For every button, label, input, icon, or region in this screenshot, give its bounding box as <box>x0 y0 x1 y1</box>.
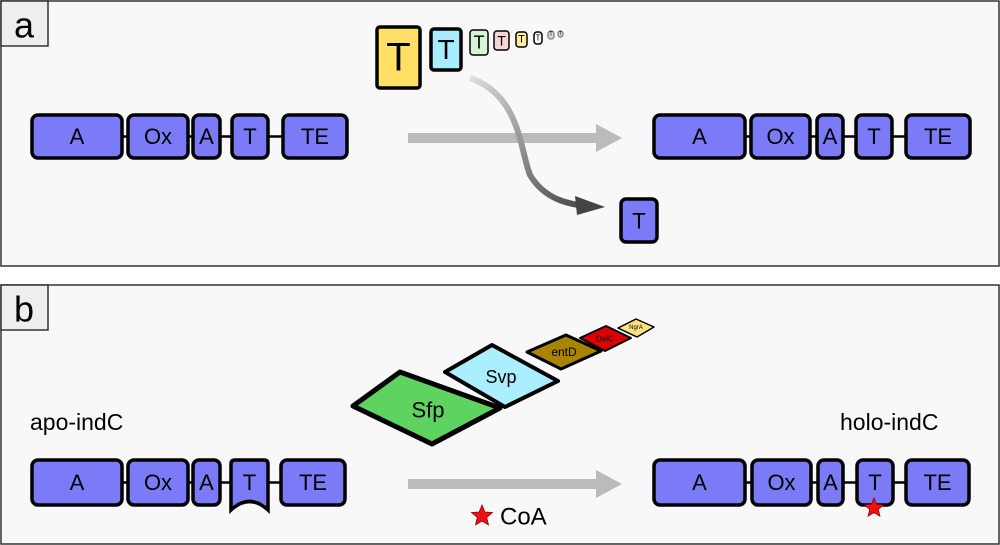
t-variant: T <box>533 31 543 45</box>
holo-module-row: A Ox A T TE <box>652 458 971 507</box>
domain-0: A <box>30 458 124 507</box>
domain-label: TE <box>923 470 951 495</box>
domain-label: A <box>70 124 85 149</box>
enzyme-label: NgrA <box>629 325 643 331</box>
domain-2: A <box>191 458 222 507</box>
domain-label: A <box>70 470 85 495</box>
domain-label: T <box>243 124 256 149</box>
released-t-domain: T <box>619 197 659 244</box>
apo-module-row: A Ox A T TE <box>30 113 349 160</box>
domain-label: T <box>386 36 410 80</box>
domain-0: A <box>652 113 747 160</box>
arrow-head <box>596 470 622 498</box>
arrow-head <box>575 196 605 215</box>
domain-1: Ox <box>750 458 813 507</box>
holo-label: holo-indC <box>840 409 938 435</box>
domain-2: A <box>815 113 845 160</box>
domain-label: A <box>692 470 707 495</box>
domain-label: T <box>868 470 881 495</box>
enzyme-label: entD <box>551 345 577 359</box>
domain-label: T <box>437 34 454 65</box>
domain-label: TE <box>299 470 327 495</box>
domain-label: T <box>518 34 525 46</box>
domain-1: Ox <box>749 113 812 160</box>
t-variant: T <box>547 30 555 40</box>
panel-label: b <box>14 289 34 330</box>
domain-label: Ox <box>144 124 172 149</box>
domain-1: Ox <box>126 113 190 160</box>
domain-4: TE <box>281 113 349 160</box>
domain-3: T <box>229 458 270 514</box>
t-variant: T <box>375 25 422 90</box>
cofactor-label: CoA <box>500 504 547 531</box>
domain-label: T <box>549 32 553 38</box>
domain-label: TE <box>301 124 329 149</box>
domain-label: T <box>243 470 256 495</box>
domain-1: Ox <box>126 458 190 507</box>
domain-4: TE <box>904 113 972 160</box>
arrow-head <box>596 124 622 152</box>
t-variant: T <box>429 27 463 72</box>
domain-3: T <box>230 113 270 160</box>
domain-label: T <box>867 124 880 149</box>
enzyme-delc: DelC <box>579 325 632 352</box>
domain-label: T <box>474 33 485 53</box>
enzyme-ngra: NgrA <box>617 318 655 338</box>
domain-label: T <box>536 34 541 43</box>
panel-b: b apo-indC holo-indC A Ox A T TE A Ox A T TE Sfp… <box>0 284 1000 545</box>
apo-module-row: A Ox A T TE <box>30 458 347 514</box>
enzyme-label: Sfp <box>411 398 444 423</box>
domain-label: A <box>823 124 838 149</box>
release-arrow <box>468 75 591 209</box>
domain-0: A <box>652 458 747 507</box>
t-variant: T <box>469 29 489 56</box>
star-icon <box>470 503 494 526</box>
domain-label: T <box>632 209 645 234</box>
domain-label: A <box>199 124 214 149</box>
t-variant: T <box>493 30 510 51</box>
domain-4: TE <box>904 458 971 507</box>
apo-label: apo-indC <box>30 409 123 435</box>
enzyme-entd: entD <box>525 333 603 371</box>
t-variant: T <box>515 31 528 48</box>
panel-label-box <box>0 0 49 47</box>
domain-label: Ox <box>767 470 795 495</box>
domain-label: Ox <box>144 470 172 495</box>
domain-label: T <box>497 33 506 49</box>
domain-3: T <box>854 113 894 160</box>
enzyme-svp: Svp <box>443 343 560 409</box>
swapped-module-row: A Ox A T TE <box>652 113 972 160</box>
domain-4: TE <box>279 458 347 507</box>
enzyme-label: Svp <box>485 367 516 387</box>
domain-label: T <box>559 31 562 37</box>
domain-label: TE <box>924 124 952 149</box>
domain-0: A <box>30 113 124 160</box>
domain-2: A <box>816 458 845 507</box>
enzyme-sfp: Sfp <box>350 369 503 447</box>
domain-label: A <box>692 124 707 149</box>
domain-label: A <box>199 470 214 495</box>
phosphopantetheinyl-transferases: Sfp Svp entD DelC NgrA <box>350 318 655 447</box>
domain-3: T <box>855 458 895 507</box>
t-variant: T <box>557 30 564 38</box>
star-icon <box>863 496 885 517</box>
panel-label-box <box>0 284 49 331</box>
domain-label: A <box>823 470 838 495</box>
domain-label: Ox <box>766 124 794 149</box>
enzyme-label: DelC <box>596 335 614 344</box>
domain-2: A <box>191 113 222 160</box>
panel-label: a <box>14 5 35 46</box>
